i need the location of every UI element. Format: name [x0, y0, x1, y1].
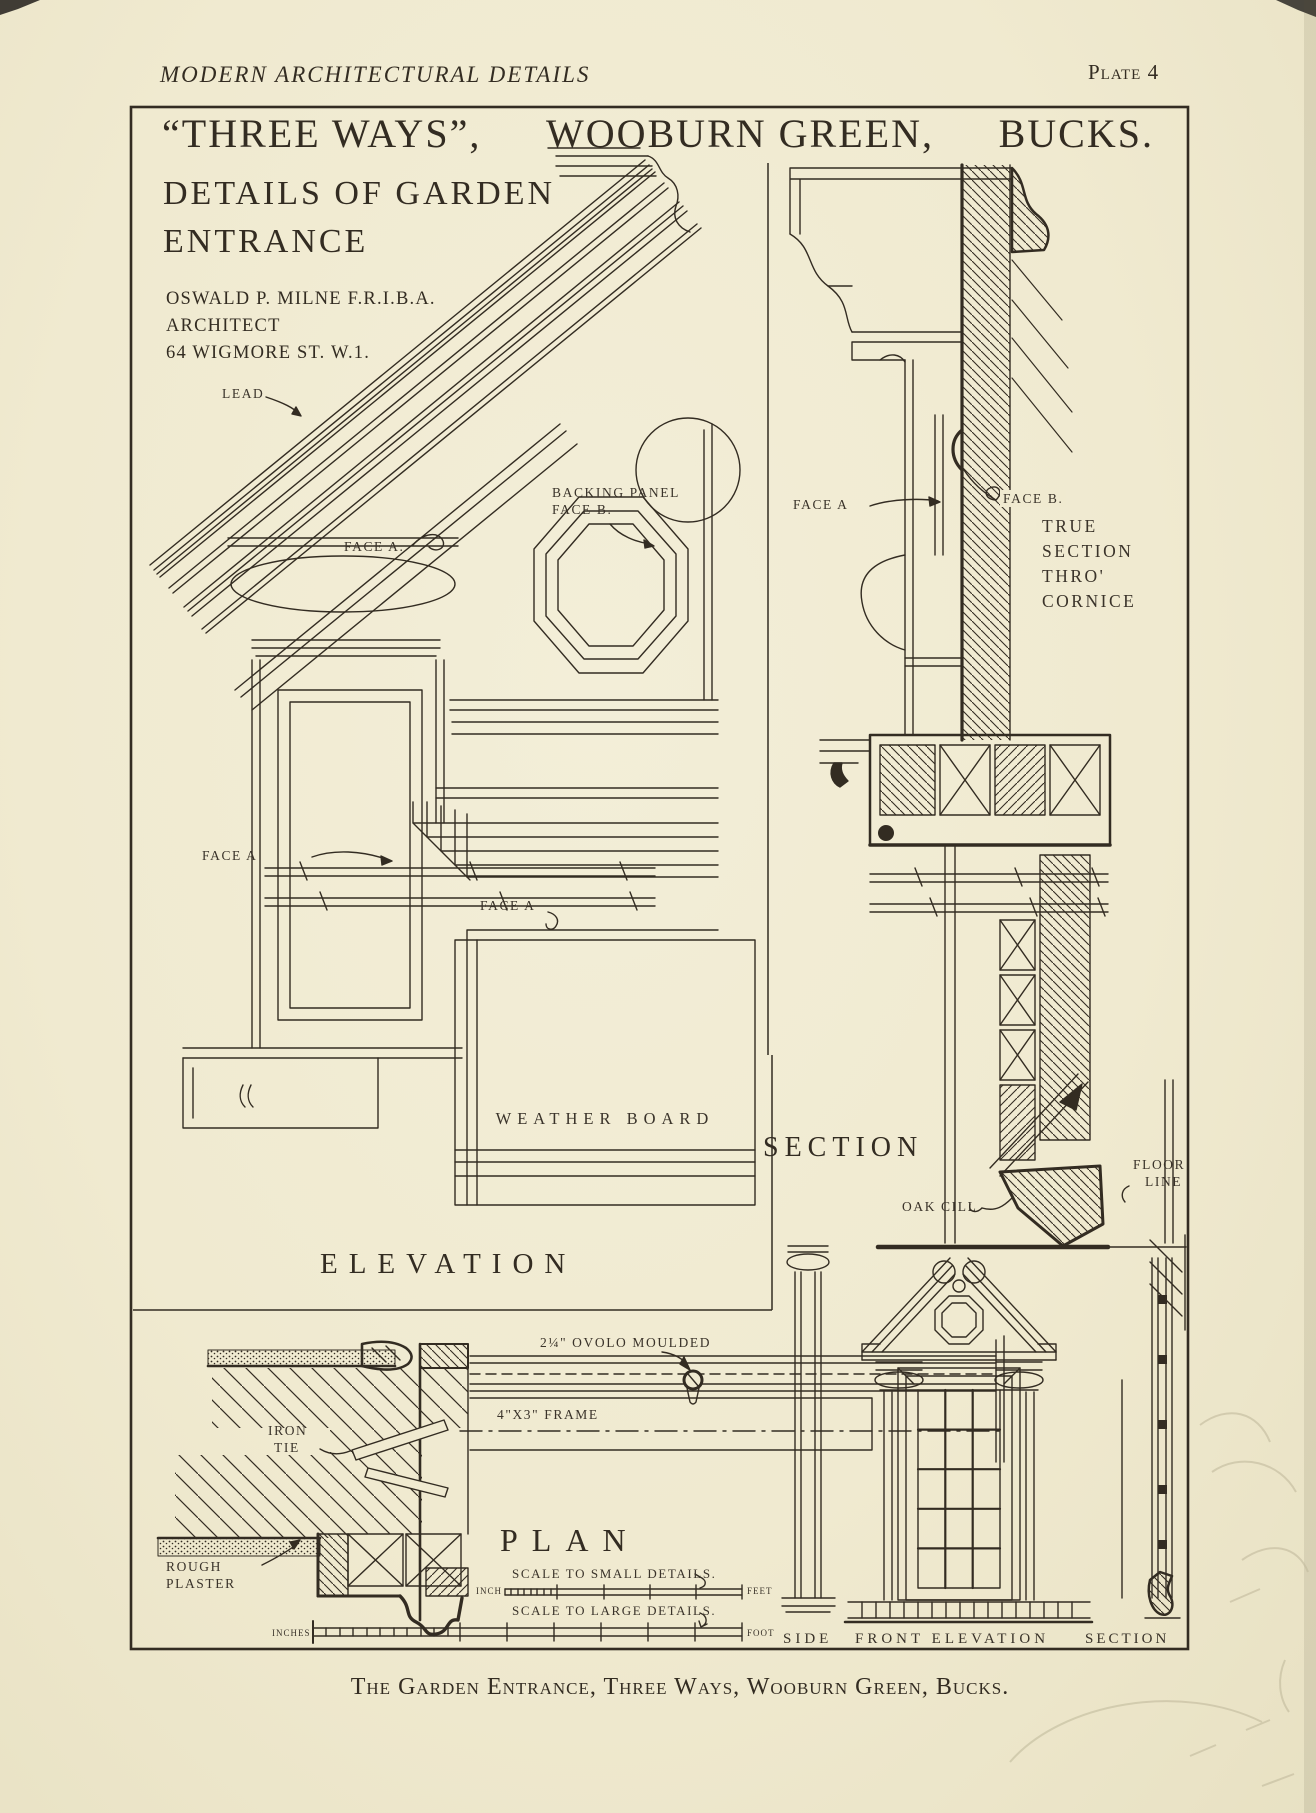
label-face-a-pilaster: FACE A — [202, 848, 258, 863]
label-rough-plaster: ROUGH PLASTER — [166, 1559, 236, 1592]
label-true-section: TRUE SECTION THRO' CORNICE — [1042, 516, 1137, 611]
label-floor-line: FLOOR LINE — [1133, 1157, 1186, 1190]
scale-small-unit-right: FEET — [747, 1586, 773, 1596]
scale-large-unit-left: INCHES — [272, 1628, 311, 1638]
plate-frame — [129, 105, 1190, 1651]
bottom-view-front-elevation: FRONT ELEVATION — [855, 1631, 1050, 1647]
architect-block: OSWALD P. MILNE F.R.I.B.A. ARCHITECT 64 … — [166, 286, 436, 367]
plate-title-place: WOOBURN GREEN, — [545, 111, 934, 156]
plan-leader-arrows — [261, 1351, 691, 1566]
view-title-section: SECTION — [763, 1132, 924, 1163]
scale-large-label: SCALE TO LARGE DETAILS. — [512, 1603, 717, 1618]
book-title: MODERN ARCHITECTURAL DETAILS — [160, 62, 591, 87]
architect-name: OSWALD P. MILNE F.R.I.B.A. — [166, 289, 436, 309]
label-weather-board: WEATHER BOARD — [495, 1109, 715, 1128]
section-leader-arrows — [869, 469, 1130, 1213]
view-title-plan: PLAN — [500, 1522, 640, 1558]
front-elevation-drawing — [781, 1234, 1186, 1624]
label-iron-tie: IRON TIE — [268, 1423, 308, 1456]
plate-title: “THREE WAYS”, WOOBURN GREEN, BUCKS. — [162, 110, 1154, 157]
plate-title-house: “THREE WAYS”, — [162, 111, 482, 156]
label-face-a-architrave: FACE A — [480, 898, 536, 913]
label-frame-4x3: 4"X3" FRAME — [497, 1407, 599, 1422]
bottom-view-side: SIDE — [783, 1631, 833, 1647]
label-oak-cill: OAK CILL — [902, 1199, 978, 1214]
bottom-view-section: SECTION — [1085, 1631, 1170, 1647]
scale-small-unit-left: INCH — [476, 1586, 502, 1596]
plate-title-county: BUCKS. — [998, 111, 1154, 156]
scale-bars — [312, 1573, 743, 1644]
label-face-b-cornice: FACE B. — [1000, 490, 1067, 508]
pencil-scribbles — [1009, 1412, 1309, 1787]
plate-subtitle-line1: DETAILS OF GARDEN — [163, 175, 556, 212]
plate-subtitle: DETAILS OF GARDEN ENTRANCE — [163, 170, 555, 266]
plate-subtitle-line2: ENTRANCE — [163, 223, 369, 260]
label-face-a-raking: FACE A. — [344, 539, 405, 554]
architect-role: ARCHITECT — [166, 316, 281, 336]
plate-number: Plate 4 — [1088, 60, 1160, 84]
plan-detail-drawing — [156, 1335, 1005, 1636]
left-leader-arrows — [265, 396, 655, 930]
pediment-detail-drawing — [149, 147, 756, 1206]
label-ovolo-moulded: 2¼" OVOLO MOULDED — [540, 1335, 712, 1350]
label-backing-panel: BACKING PANEL FACE B. — [552, 485, 680, 518]
scale-small-label: SCALE TO SMALL DETAILS. — [512, 1566, 717, 1581]
label-lead: LEAD — [222, 386, 265, 401]
section-detail-drawing — [789, 163, 1187, 1250]
scale-large-unit-right: FOOT — [747, 1628, 775, 1638]
view-title-elevation: ELEVATION — [320, 1248, 577, 1280]
architect-address: 64 WIGMORE ST. W.1. — [166, 343, 371, 363]
plate-caption: The Garden Entrance, Three Ways, Wooburn… — [350, 1674, 1010, 1700]
label-face-a-cornice: FACE A — [793, 497, 849, 512]
